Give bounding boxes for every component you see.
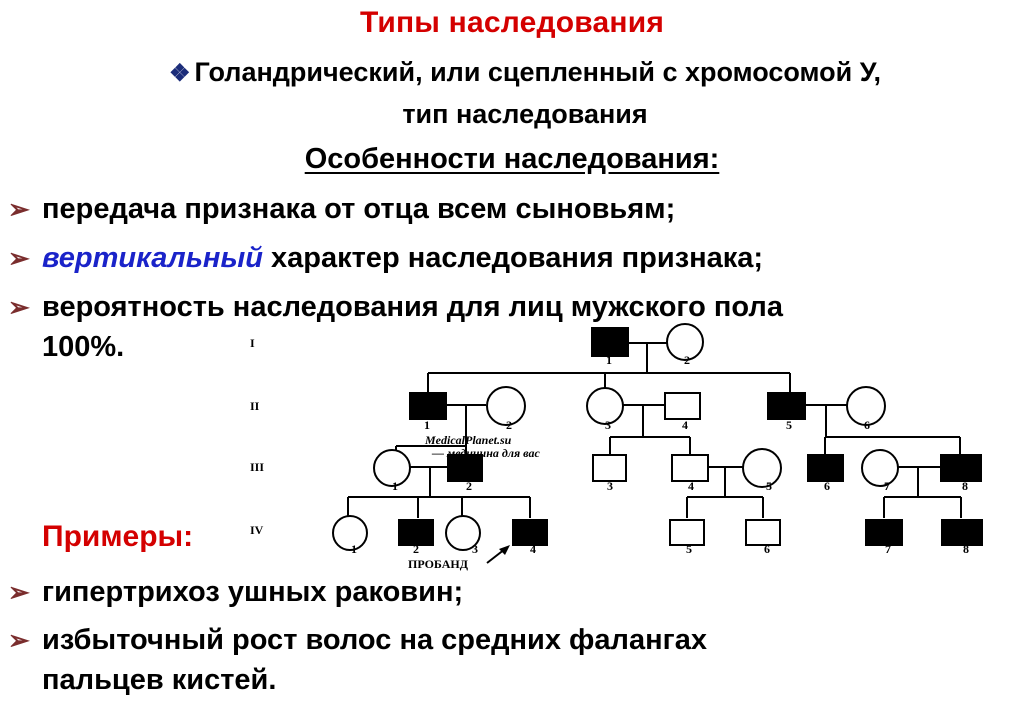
member-number: 8 [962,479,968,493]
feature-text-2: характер наследования признака; [262,242,764,274]
generation-label-II: II [250,399,260,413]
subtitle-line-2: тип наследования [402,99,648,129]
member-number: 3 [605,418,611,432]
features-heading: Особенности наследования: [0,143,1024,176]
pedigree-member-III-6 [807,454,844,482]
pedigree-member-II-2 [486,386,526,426]
feature-emphasis-2: вертикальный [42,242,263,274]
member-number: 7 [884,479,890,493]
features-heading-text: Особенности наследования: [304,143,720,175]
member-number: 1 [424,418,430,432]
pedigree-member-II-5 [767,392,806,420]
pedigree-member-II-6 [846,386,886,426]
pedigree-member-II-4 [664,392,701,420]
example-item-1: ➢ гипертрихоз ушных раковин; [8,572,463,612]
pedigree-member-III-7 [861,449,899,487]
member-number: 6 [864,418,870,432]
member-number: 2 [413,542,419,556]
watermark-text: MedicalPlanet.su [424,433,512,447]
pedigree-member-IV-8 [941,519,983,546]
pedigree-member-III-8 [940,454,982,482]
pedigree-member-III-5 [742,448,782,488]
pedigree-member-I-2 [666,323,704,361]
example-item-2: ➢ избыточный рост волос на средних фаланг… [8,620,707,700]
pedigree-member-IV-4-proband [512,519,548,546]
pedigree-member-IV-2 [398,519,434,546]
pedigree-member-III-1 [373,449,411,487]
example-text-1: гипертрихоз ушных раковин; [42,576,464,608]
pedigree-member-II-3 [586,387,624,425]
arrow-bullet-icon: ➢ [8,194,30,224]
member-number: 5 [786,418,792,432]
proband-arrow-head [499,545,510,555]
feature-item-1: ➢ передача признака от отца всем сыновьям… [8,189,675,229]
pedigree-member-III-3 [592,454,627,482]
member-number: 5 [686,542,692,556]
slide-title: Типы наследования [359,6,665,39]
feature-text-3b: 100%. [42,331,125,363]
member-number: 3 [472,542,478,556]
member-number: 1 [392,479,398,493]
examples-heading: Примеры: [42,520,194,553]
member-number: 2 [466,479,472,493]
pedigree-member-II-1 [409,392,447,420]
member-number: 3 [607,479,613,493]
pedigree-member-IV-5 [669,519,705,546]
generation-label-III: III [250,460,264,474]
example-text-2b: пальцев кистей. [42,664,277,696]
pedigree-lines [347,342,962,564]
member-number: 1 [606,353,612,367]
member-number: 4 [530,542,536,556]
feature-text-1: передача признака от отца всем сыновьям; [42,193,676,225]
subtitle-line-1: Голандрический, или сцепленный с хромосо… [194,57,881,87]
member-number: 2 [684,353,690,367]
arrow-bullet-icon: ➢ [8,625,30,655]
generation-label-I: I [250,336,255,350]
feature-text-3: вероятность наследования для лиц мужског… [42,291,783,323]
example-text-2: избыточный рост волос на средних фаланга… [42,624,707,656]
feature-item-2: ➢ вертикальный характер наследования приз… [8,238,763,278]
member-number: 1 [351,542,357,556]
subtitle: ❖Голандрический, или сцепленный с хромос… [30,52,1020,134]
arrow-bullet-icon: ➢ [8,243,30,273]
pedigree-member-I-1 [591,327,629,357]
member-number: 7 [885,542,891,556]
member-number: 8 [963,542,969,556]
member-number: 2 [506,418,512,432]
member-number: 6 [764,542,770,556]
member-number: 5 [766,479,772,493]
proband-label: ПРОБАНД [408,557,469,571]
generation-label-IV: IV [250,523,264,537]
arrow-bullet-icon: ➢ [8,577,30,607]
feature-item-3: ➢ вероятность наследования для лиц мужско… [8,287,783,367]
pedigree-member-III-4 [671,454,709,482]
pedigree-member-IV-6 [745,519,781,546]
pedigree-member-IV-3 [445,515,481,551]
member-number: 6 [824,479,830,493]
pedigree-member-IV-1 [332,515,368,551]
member-number: 4 [682,418,688,432]
arrow-bullet-icon: ➢ [8,292,30,322]
diamond-bullet-icon: ❖ [169,60,191,87]
member-number: 4 [688,479,694,493]
pedigree-member-IV-7 [865,519,903,546]
pedigree-member-III-2 [447,454,483,482]
